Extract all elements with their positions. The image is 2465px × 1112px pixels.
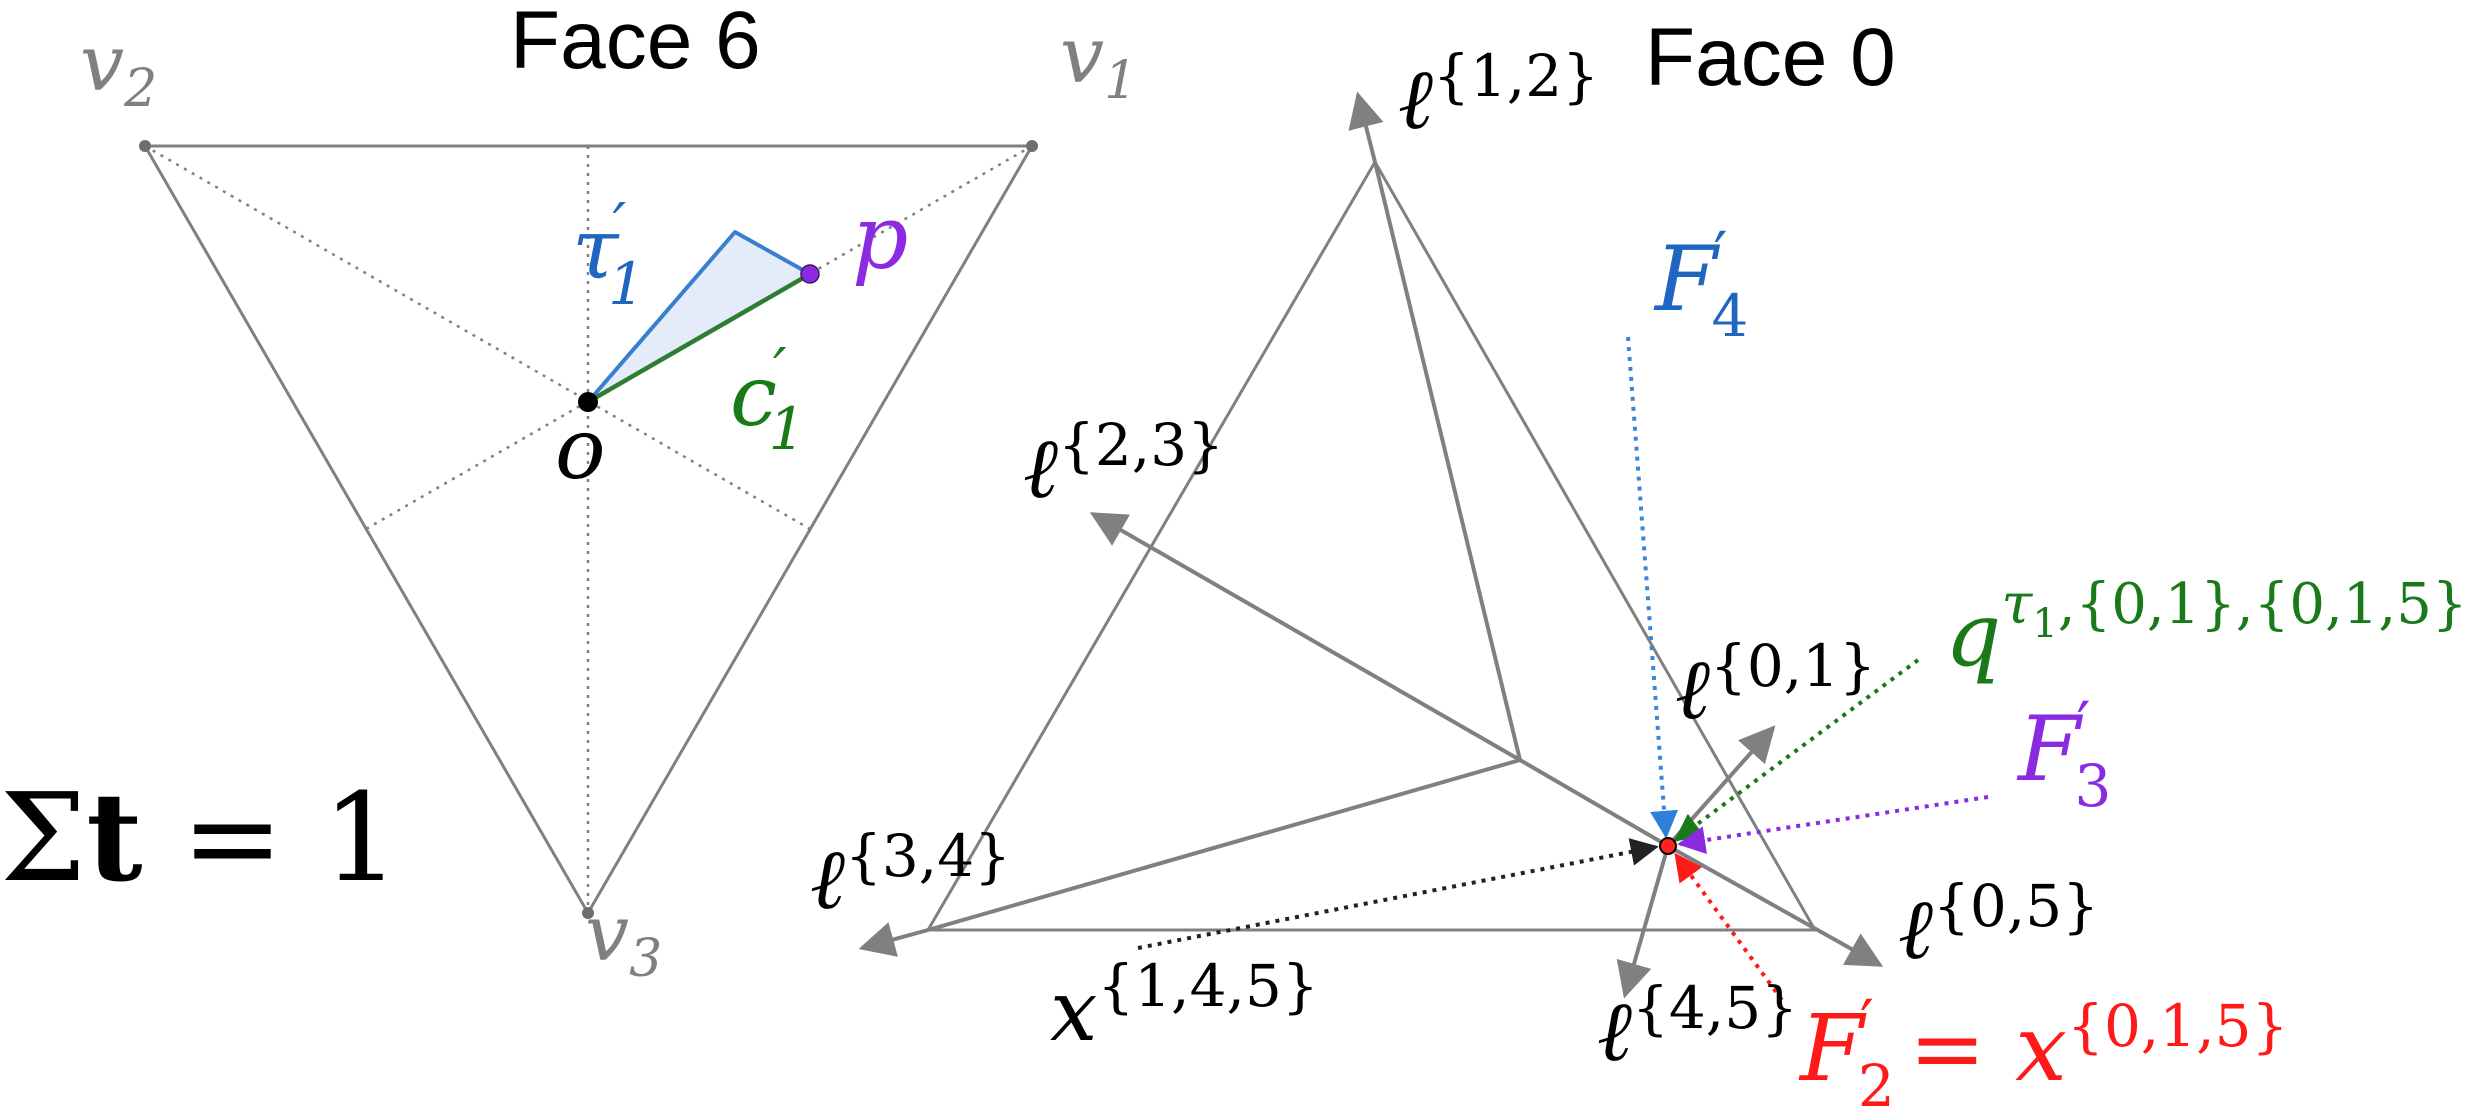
- c1-segment: [586, 272, 812, 404]
- ray-l05: [1667, 844, 1884, 967]
- face6-title: Face 6: [510, 0, 761, 86]
- sum-constraint-label: Σt = 1: [0, 765, 400, 909]
- p-label: p: [852, 186, 908, 289]
- face0-title: Face 0: [1645, 12, 1896, 103]
- label-F3: F′3: [2016, 688, 2111, 820]
- pointer-F4: [1626, 336, 1679, 839]
- label-l34: ℓ{3,4}: [810, 822, 1011, 928]
- edge-center-x015: [1518, 758, 1670, 848]
- vertex-v2-label: v2: [80, 19, 157, 119]
- c1-label: c′1: [730, 336, 806, 463]
- point-o: [578, 392, 598, 412]
- ray-l12: [1348, 91, 1384, 163]
- edge-left-center: [927, 758, 1521, 932]
- ray-l34: [858, 922, 929, 957]
- label-l05: ℓ{0,5}: [1898, 872, 2099, 978]
- ray-l23: [1089, 512, 1521, 762]
- label-l12: ℓ{1,2}: [1398, 42, 1599, 148]
- o-label: o: [555, 400, 606, 498]
- tau1-label: τ′1: [572, 191, 645, 318]
- label-F2: F′2= x{0,1,5}: [1798, 986, 2288, 1107]
- vertex-v2-dot: [139, 140, 151, 152]
- vertex-v1-dot: [1026, 140, 1038, 152]
- face6-median-v1: [365, 144, 1033, 531]
- point-p: [800, 264, 820, 284]
- pointer-x145: [1137, 838, 1659, 950]
- pointer-q: [1673, 658, 1920, 842]
- ray-l45: [1616, 845, 1670, 999]
- point-x015: [1659, 837, 1677, 855]
- label-l23: ℓ{2,3}: [1023, 411, 1224, 517]
- pointer-F3: [1677, 795, 1989, 855]
- edge-top-center: [1373, 161, 1522, 761]
- vertex-v3-dot: [582, 907, 594, 919]
- label-x145: x{1,4,5}: [1050, 952, 1319, 1060]
- face0-group: Face 0 ℓ{1,2} ℓ{2,3} ℓ{3,4} ℓ{0,1} ℓ{0,5…: [810, 12, 2465, 1112]
- vertex-v3-label: v3: [585, 889, 662, 989]
- vertex-v1-label: v1: [1060, 11, 1137, 111]
- label-q: qτ1,{0,1},{0,1,5}: [1945, 572, 2465, 686]
- label-l01: ℓ{0,1}: [1675, 632, 1876, 738]
- face6-group: Face 6 v2 v1 v3 τ′1 p o c′1: [80, 0, 1137, 989]
- face6-median-v2: [144, 144, 811, 531]
- label-F4: F′4: [1653, 218, 1748, 350]
- label-l45: ℓ{4,5}: [1597, 974, 1798, 1080]
